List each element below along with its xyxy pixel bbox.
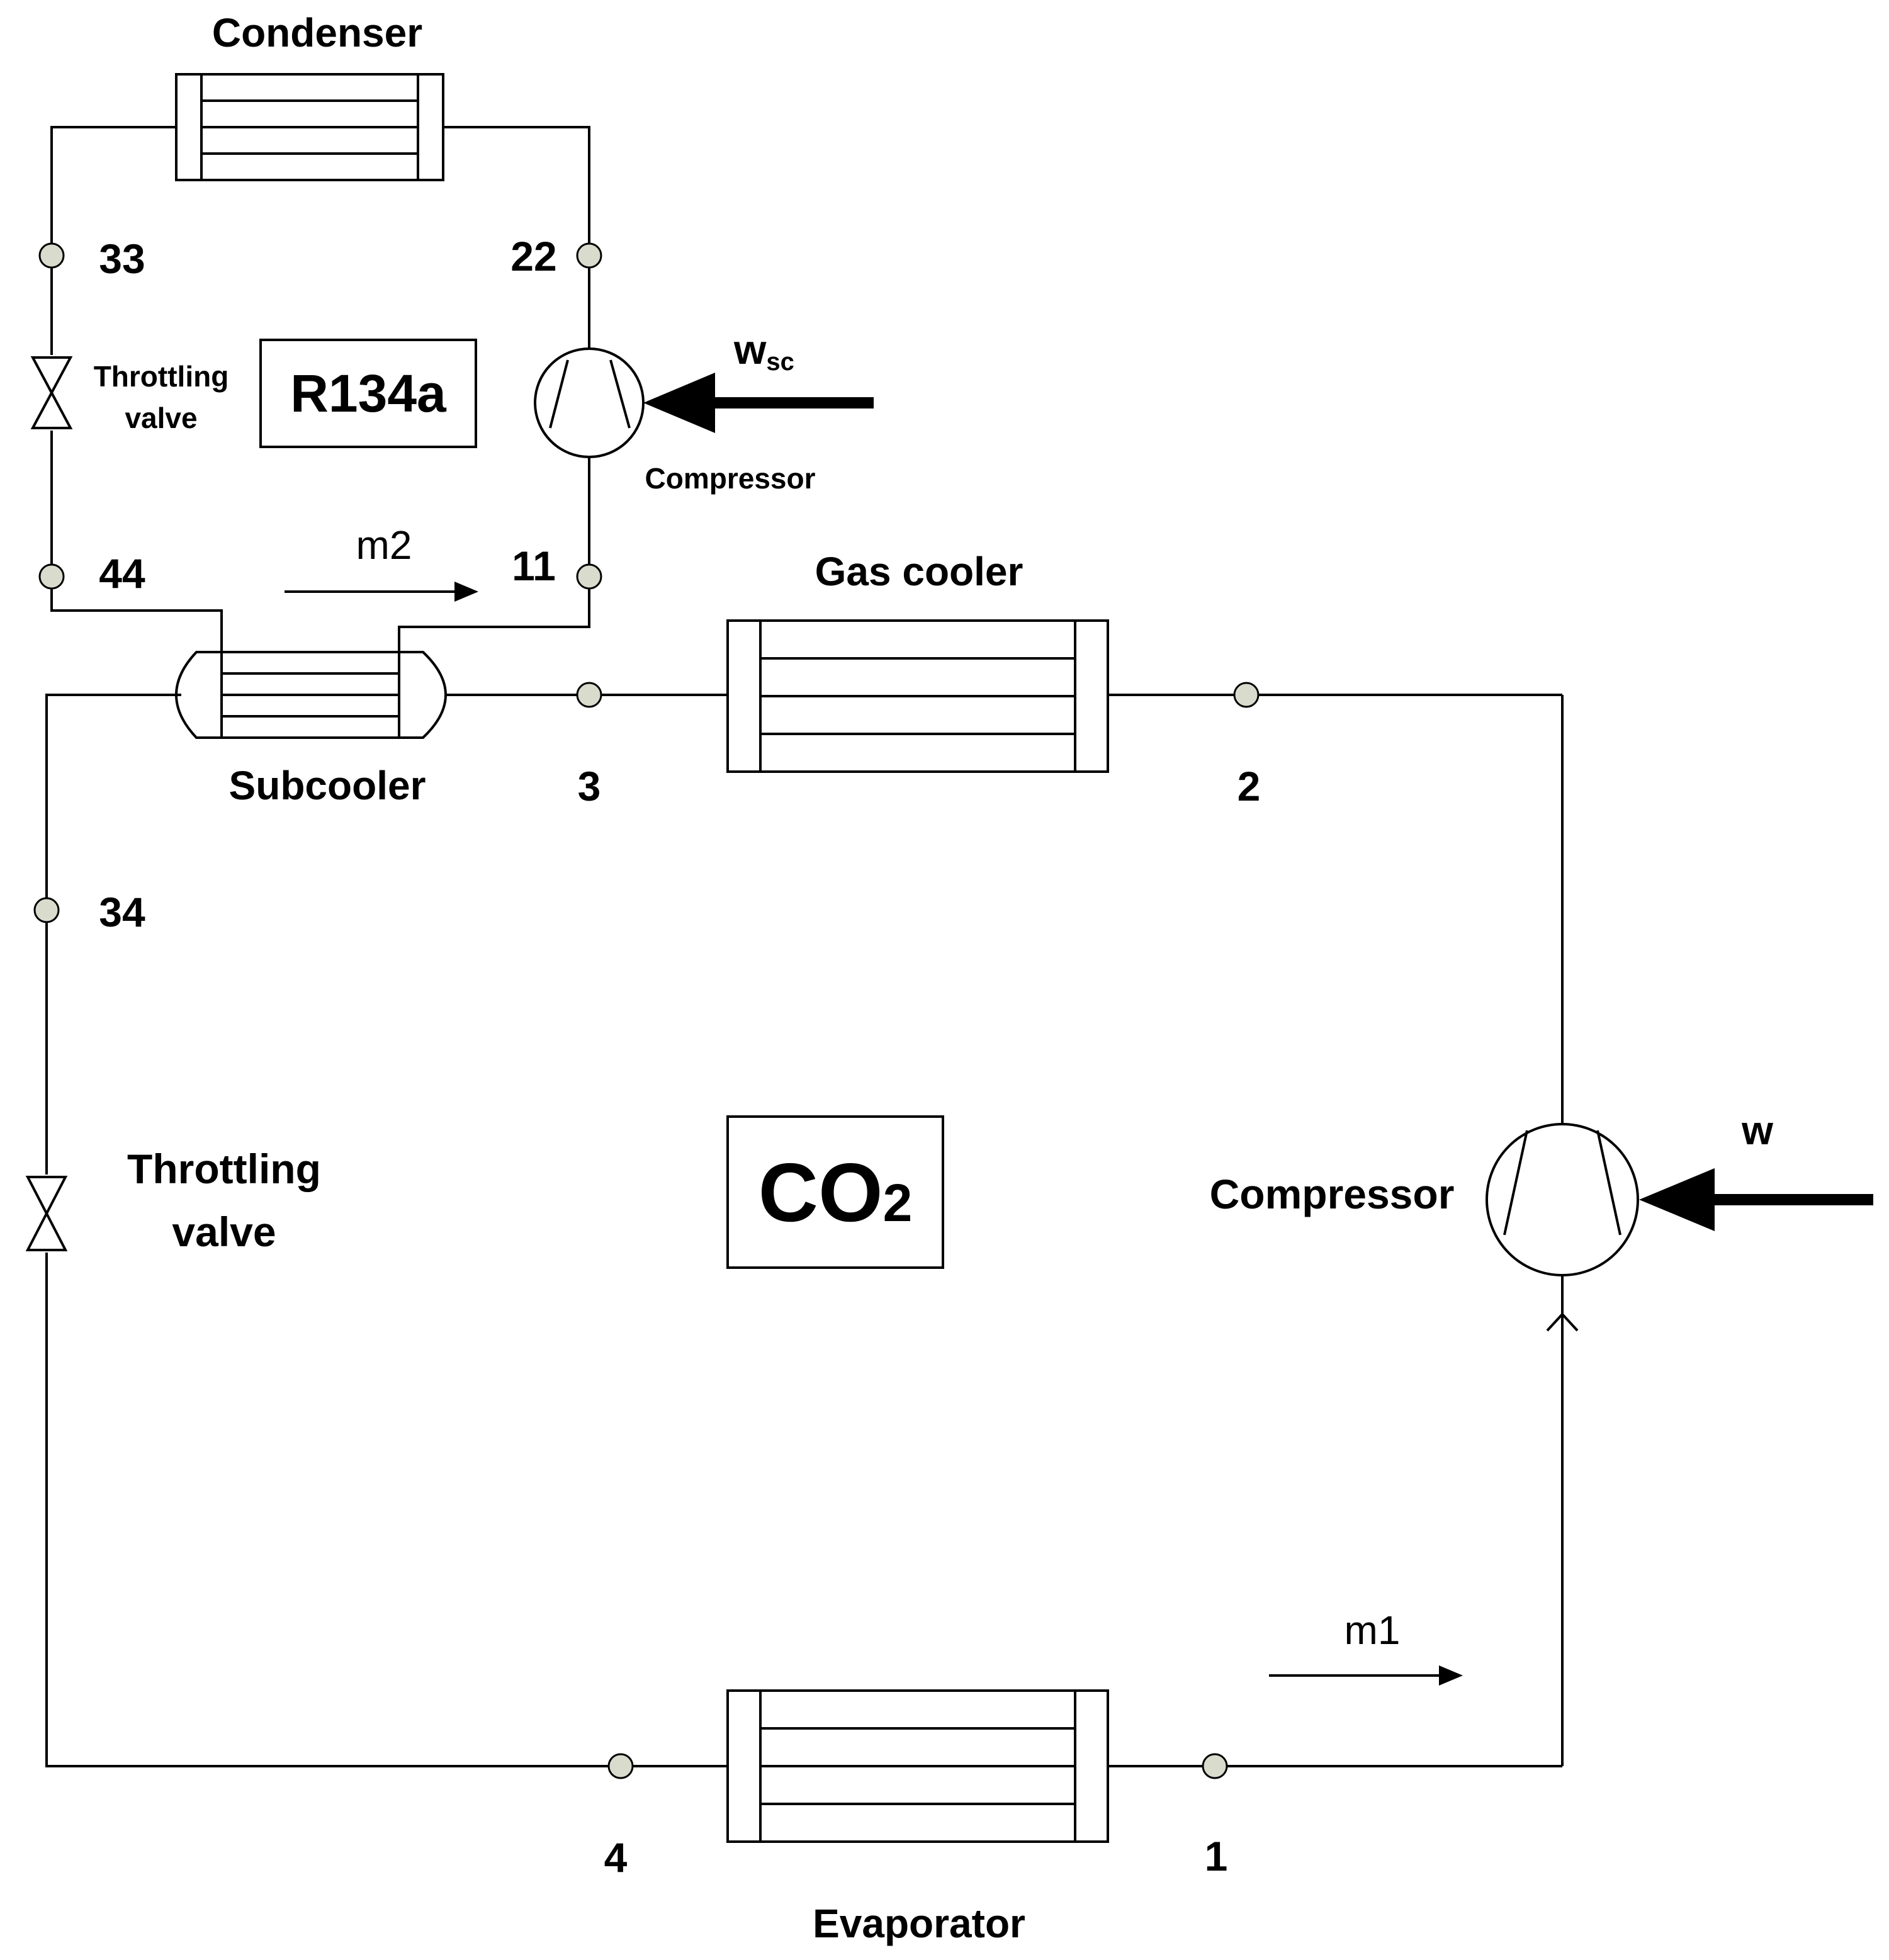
state-labels: 33 22 44 11 3 2 34 4 1 [99, 233, 1260, 1881]
state-3-label: 3 [578, 763, 601, 809]
throttle-co2-label-line2: valve [172, 1208, 276, 1255]
node-22 [576, 242, 602, 269]
node-3 [576, 682, 602, 708]
compressor-r134a-label: Compressor [645, 462, 816, 495]
state-2-label: 2 [1238, 763, 1261, 809]
state-1-label: 1 [1205, 1833, 1228, 1879]
throttle-r134a-label-line2: valve [125, 402, 197, 434]
co2-loop-pipes [45, 694, 1579, 1767]
flow-direction-chevron [1546, 1312, 1579, 1332]
compressor-co2-label: Compressor [1210, 1171, 1455, 1217]
subcooler-label: Subcooler [229, 763, 426, 808]
node-2 [1233, 682, 1260, 708]
r134a-loop-pipes [50, 126, 590, 652]
work-arrow-wsc: wsc [643, 326, 874, 433]
state-44-label: 44 [99, 550, 145, 597]
condenser-label: Condenser [212, 10, 422, 55]
co2-fluid-box: CO2 [726, 1115, 944, 1269]
m1-label: m1 [1345, 1608, 1401, 1653]
w-label: w [1741, 1108, 1773, 1153]
evaporator-label: Evaporator [813, 1901, 1025, 1946]
node-1 [1202, 1753, 1228, 1779]
state-22-label: 22 [510, 233, 556, 279]
node-44 [38, 563, 65, 590]
wsc-label: wsc [733, 326, 794, 376]
m2-label: m2 [356, 522, 412, 568]
throttle-r134a-label-line1: Throttling [94, 360, 229, 393]
co2-label: CO2 [758, 1146, 913, 1239]
r134a-fluid-box: R134a [259, 339, 477, 448]
flow-arrow-m2: m2 [285, 522, 478, 602]
throttling-valve-co2: Throttling valve [25, 1146, 321, 1255]
node-34 [33, 897, 60, 923]
gas-cooler: Gas cooler [726, 549, 1109, 773]
flow-arrow-m1: m1 [1269, 1608, 1463, 1686]
node-11 [576, 563, 602, 590]
state-11-label: 11 [512, 543, 556, 589]
evaporator: Evaporator [726, 1689, 1109, 1946]
state-4-label: 4 [604, 1834, 628, 1881]
throttle-co2-label-line1: Throttling [127, 1146, 321, 1192]
condenser: Condenser [175, 10, 444, 181]
throttling-valve-r134a: Throttling valve [30, 356, 229, 434]
state-nodes [33, 242, 1260, 1779]
r134a-label: R134a [290, 364, 447, 423]
state-34-label: 34 [99, 889, 145, 935]
subcooler: Subcooler [174, 651, 448, 808]
node-4 [607, 1753, 634, 1779]
state-33-label: 33 [99, 235, 145, 282]
compressor-co2: Compressor [1210, 1123, 1639, 1276]
node-33 [38, 242, 65, 269]
work-arrow-w: w [1639, 1108, 1873, 1231]
gas-cooler-label: Gas cooler [815, 549, 1023, 594]
